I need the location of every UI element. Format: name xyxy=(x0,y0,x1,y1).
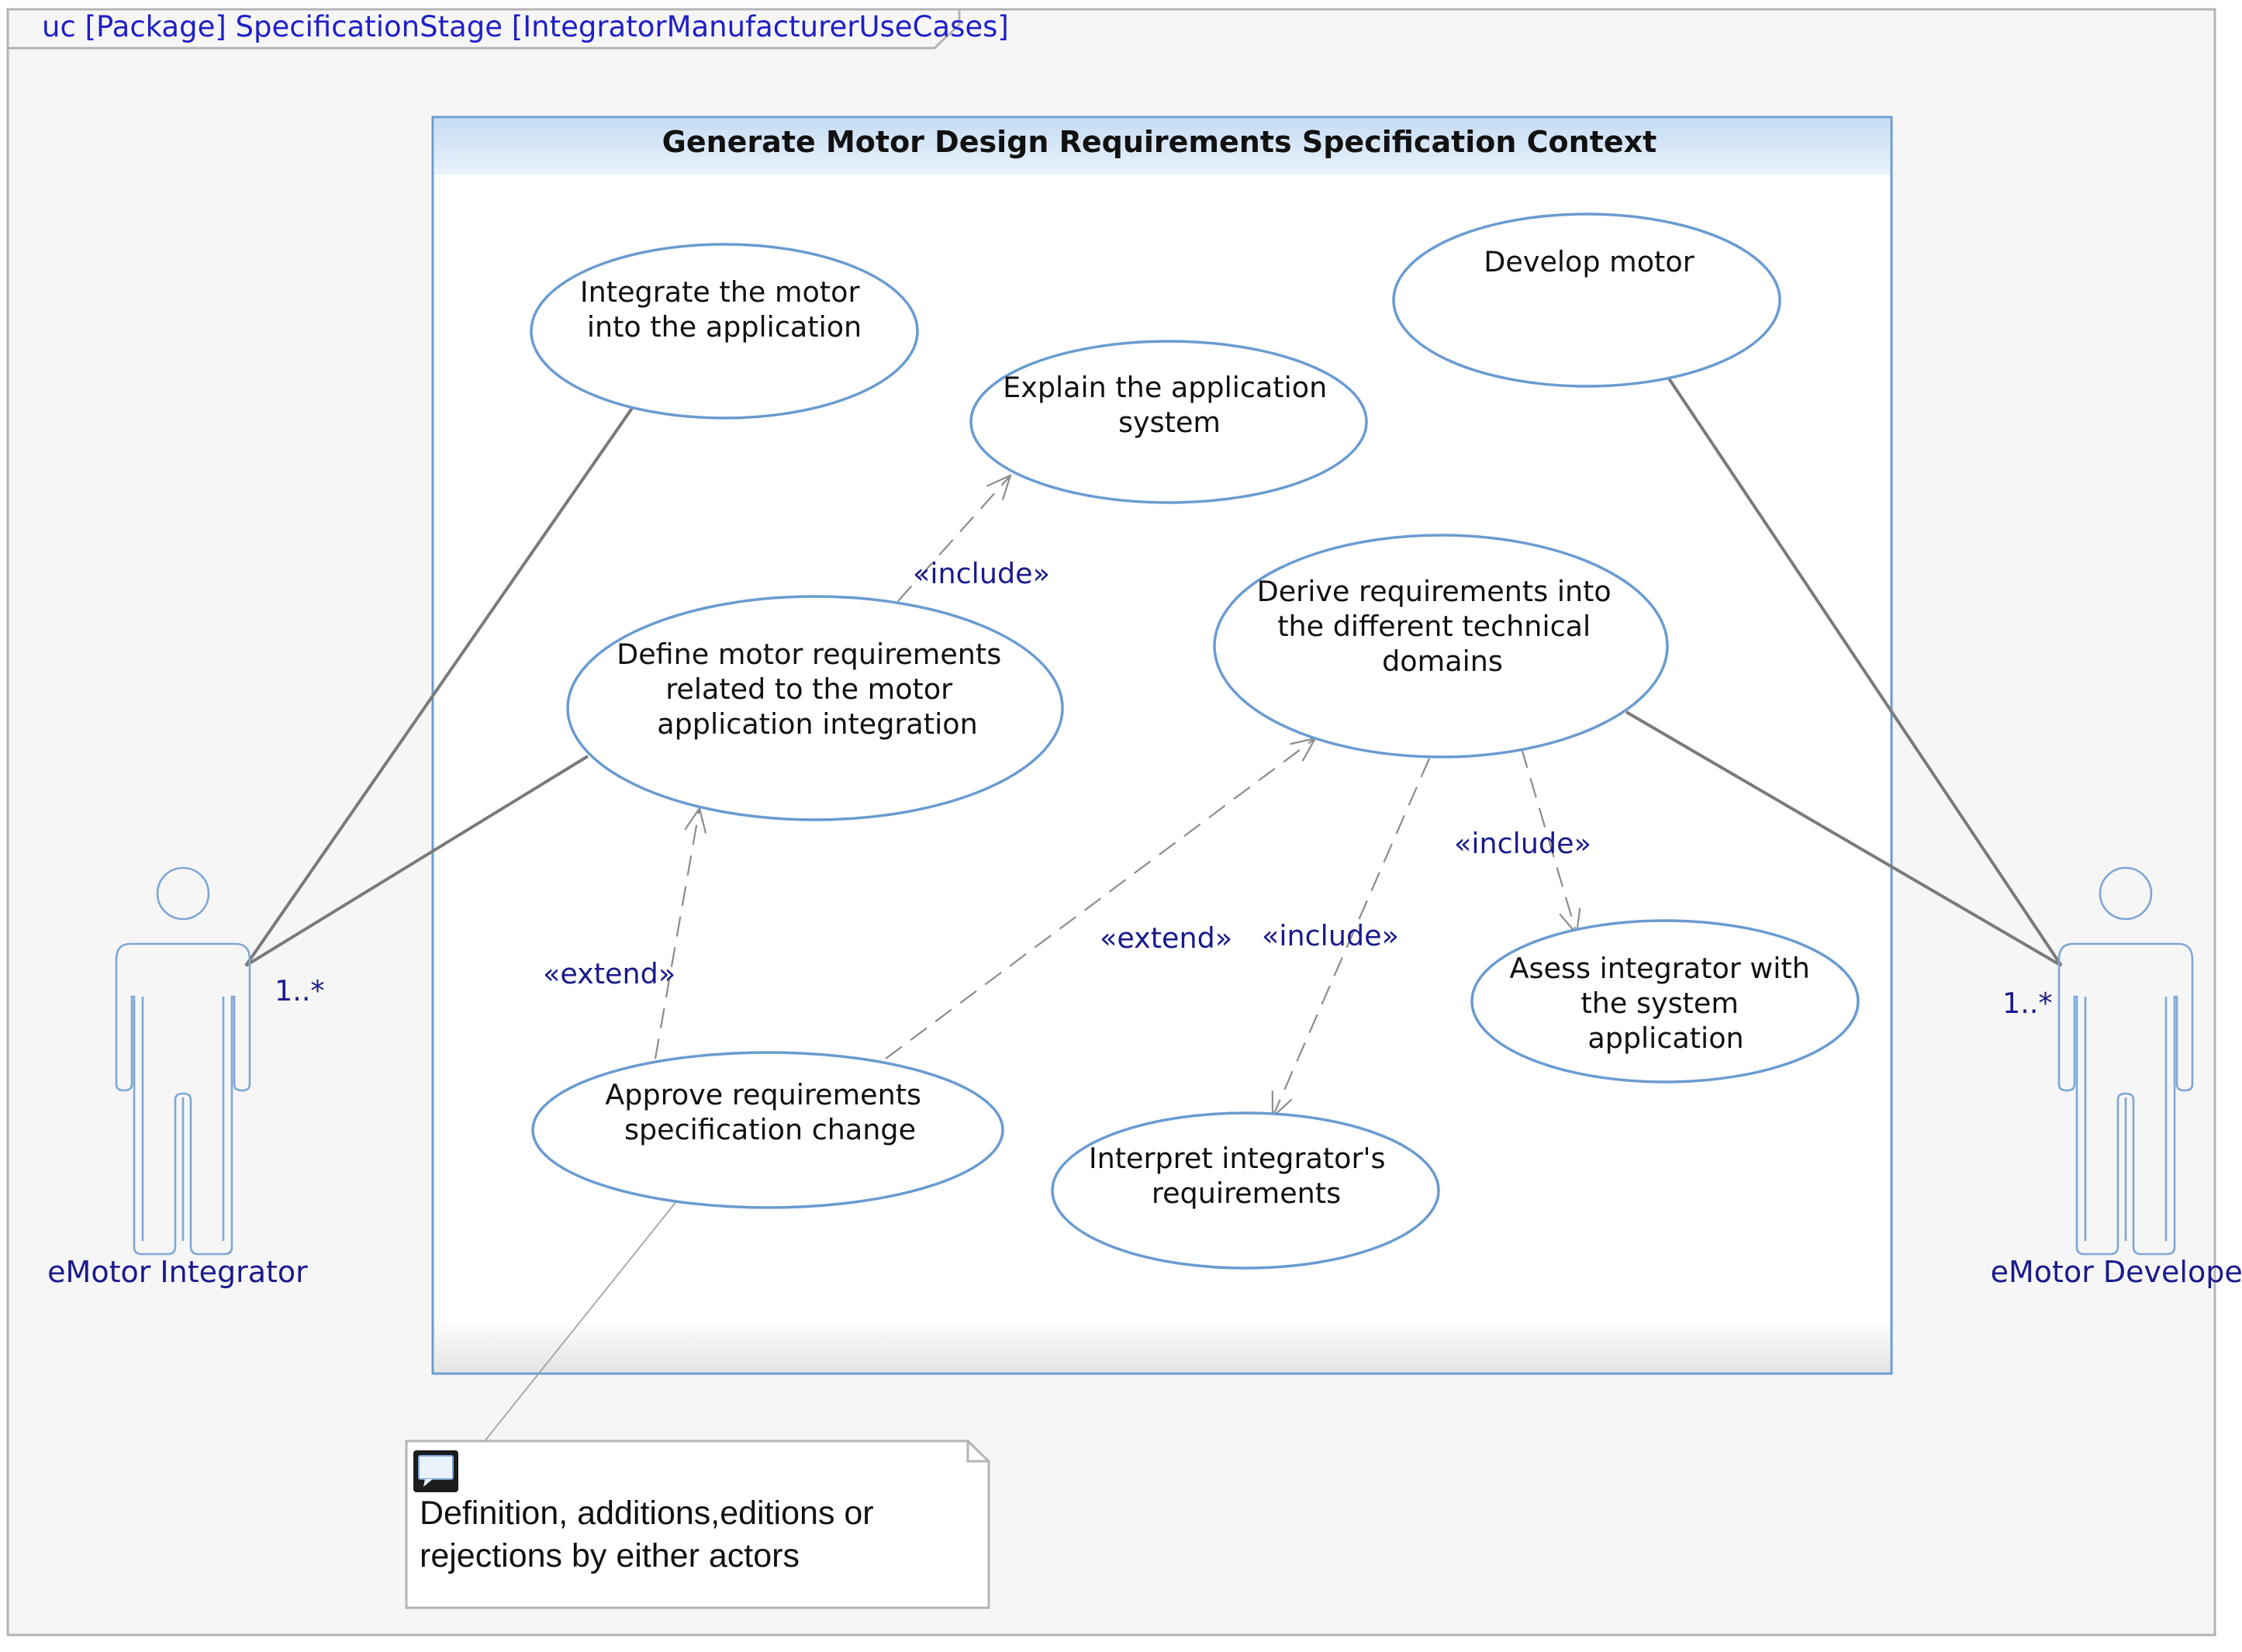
actor-developer[interactable]: eMotor Developer 1..* xyxy=(1991,866,2242,1289)
include-interpret-arrow xyxy=(1273,758,1431,1117)
include-label-explain: «include» xyxy=(913,557,1050,590)
note-text: Definition, additions,editions or reject… xyxy=(420,1495,883,1574)
association-integrator-define xyxy=(244,755,589,967)
use-case-assess-label: Asess integrator with the system applica… xyxy=(1510,952,1819,1055)
include-assess-arrow xyxy=(1520,748,1577,934)
include-label-interpret: «include» xyxy=(1262,919,1399,952)
actor-developer-name: eMotor Developer xyxy=(1991,1255,2242,1289)
association-developer-develop xyxy=(1667,377,2063,967)
use-case-develop[interactable]: Develop motor xyxy=(1392,213,1781,388)
actor-integrator-multiplicity: 1..* xyxy=(275,974,325,1007)
use-case-approve[interactable]: Approve requirements specification chang… xyxy=(531,1051,1004,1209)
extend-derive-arrow xyxy=(885,738,1315,1059)
actor-developer-multiplicity: 1..* xyxy=(2002,987,2053,1020)
comment-icon xyxy=(413,1450,458,1492)
use-case-define-label: Define motor requirements related to the… xyxy=(617,638,1010,741)
use-case-define[interactable]: Define motor requirements related to the… xyxy=(566,595,1064,821)
association-integrator-integrate xyxy=(244,403,636,967)
use-case-assess[interactable]: Asess integrator with the system applica… xyxy=(1470,919,1860,1083)
use-cases: Integrate the motor into the application… xyxy=(530,213,1860,1270)
dependencies xyxy=(484,475,1577,1442)
actor-integrator-name: eMotor Integrator xyxy=(47,1255,308,1289)
use-case-explain[interactable]: Explain the application system xyxy=(969,340,1368,504)
include-label-assess: «include» xyxy=(1454,827,1591,860)
note-anchor-line xyxy=(484,1200,678,1442)
use-case-explain-label: Explain the application system xyxy=(1003,371,1336,439)
actor-integrator-figure xyxy=(115,866,251,1256)
extend-define-arrow xyxy=(654,808,700,1059)
extend-label-define: «extend» xyxy=(543,957,675,990)
association-developer-derive xyxy=(1625,710,2063,967)
include-explain-arrow xyxy=(897,475,1010,602)
frame-title: uc [Package] SpecificationStage [Integra… xyxy=(42,10,1009,43)
use-case-develop-label: Develop motor xyxy=(1484,245,1694,278)
use-case-derive-label: Derive requirements into the different t… xyxy=(1257,575,1621,678)
use-case-integrate[interactable]: Integrate the motor into the application xyxy=(530,243,919,420)
use-case-derive[interactable]: Derive requirements into the different t… xyxy=(1213,534,1669,759)
relation-labels: «include» «extend» «extend» «include» «i… xyxy=(543,557,1591,990)
use-case-interpret-label: Interpret integrator's requirements xyxy=(1089,1142,1394,1210)
comment-note[interactable]: Definition, additions,editions or reject… xyxy=(405,1439,990,1609)
associations xyxy=(244,377,2063,967)
system-title: Generate Motor Design Requirements Speci… xyxy=(662,125,1657,159)
actor-developer-figure xyxy=(2057,866,2194,1256)
actor-integrator[interactable]: eMotor Integrator 1..* xyxy=(47,866,325,1289)
use-case-approve-label: Approve requirements specification chang… xyxy=(605,1078,930,1146)
use-case-integrate-label: Integrate the motor into the application xyxy=(580,275,869,344)
extend-label-derive: «extend» xyxy=(1100,921,1232,955)
use-case-interpret[interactable]: Interpret integrator's requirements xyxy=(1051,1111,1440,1270)
